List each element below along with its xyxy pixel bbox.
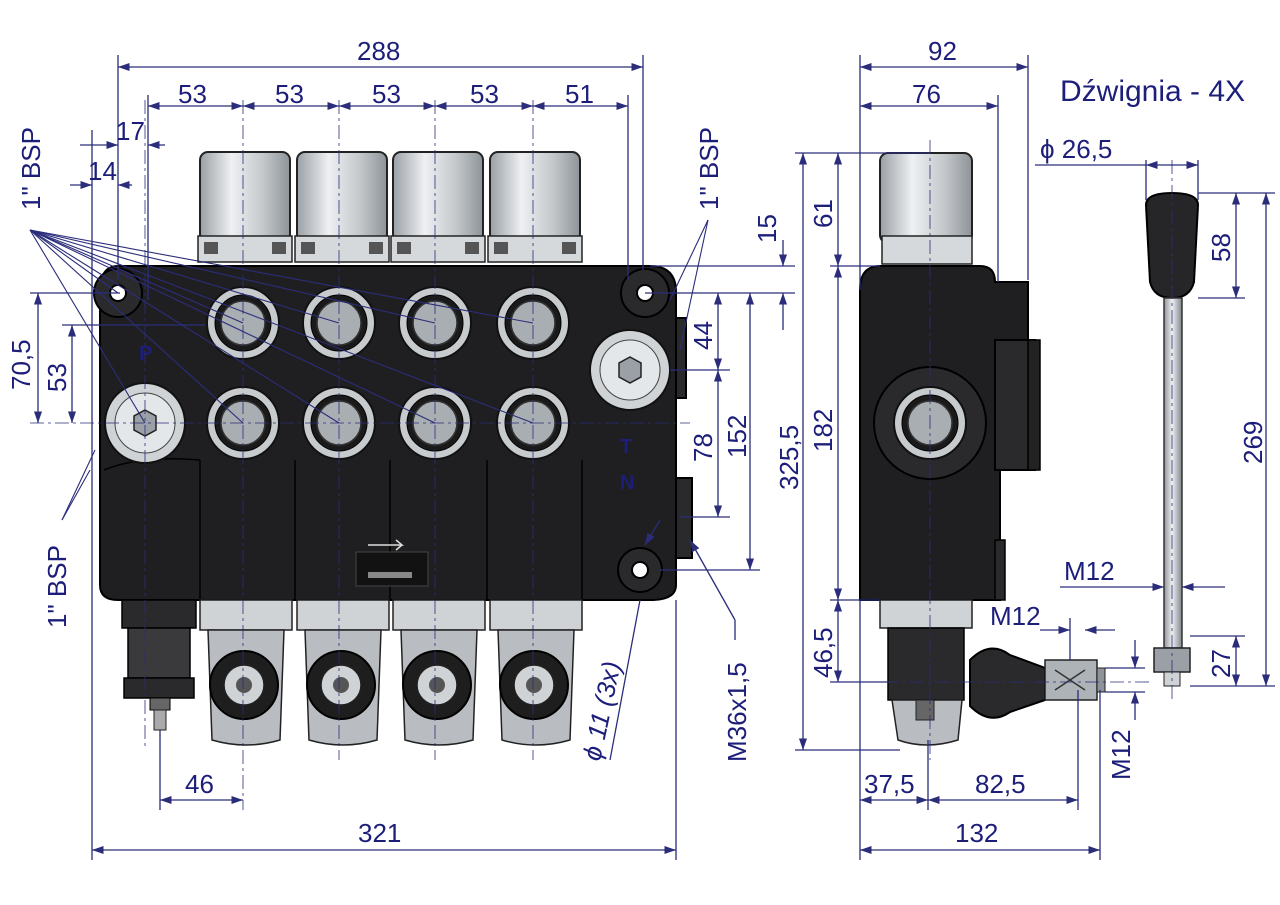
bsp-label-top-right: 1" BSP [694, 127, 724, 210]
name-plate [355, 539, 429, 587]
dim-76: 76 [912, 79, 941, 109]
dim-325-5: 325,5 [774, 425, 804, 490]
dim-78: 78 [688, 433, 718, 462]
dim-44: 44 [688, 321, 718, 350]
dim-15: 15 [752, 214, 782, 243]
front-view: P T N [30, 100, 693, 810]
lever-rod [1163, 297, 1183, 649]
port-t-plug [589, 329, 671, 411]
dim-17: 17 [116, 116, 145, 146]
dim-37-5: 37,5 [864, 769, 915, 799]
dim-182: 182 [808, 409, 838, 452]
dim-51: 51 [565, 79, 594, 109]
spool-ends [199, 599, 583, 746]
dim-53-3: 53 [372, 79, 401, 109]
dim-82-5: 82,5 [975, 769, 1026, 799]
dim-m12-vertical: M12 [1106, 729, 1136, 780]
dim-lever-dia: ϕ 26,5 [1040, 134, 1112, 164]
dim-132: 132 [955, 818, 998, 848]
drawing-title: Dźwignia - 4X [1060, 75, 1245, 108]
dim-288: 288 [357, 36, 400, 66]
port-p-label: P [139, 343, 152, 365]
port-t-label: T [620, 436, 632, 458]
side-dimensions: 92 76 61 182 46,5 325,5 37,5 82,5 132 M1… [774, 36, 1145, 860]
side-spool-end [879, 599, 973, 746]
dim-53-2: 53 [275, 79, 304, 109]
dim-lever-269: 269 [1238, 421, 1268, 464]
relief-valve [121, 599, 197, 731]
dim-46-5: 46,5 [808, 627, 838, 678]
valve-body [99, 265, 677, 601]
dim-321: 321 [358, 818, 401, 848]
dim-53-4: 53 [470, 79, 499, 109]
dim-53-1: 53 [178, 79, 207, 109]
center-lines [30, 100, 690, 810]
side-view [859, 140, 1150, 760]
top-caps [197, 151, 583, 263]
dim-70-5: 70,5 [6, 339, 36, 390]
lever [1144, 160, 1200, 700]
side-top-cap [879, 152, 973, 265]
dim-lever-27: 27 [1206, 649, 1236, 678]
port-n-label: N [620, 472, 634, 494]
dim-lever-58: 58 [1206, 233, 1236, 262]
dim-m12-joint: M12 [990, 601, 1041, 631]
dim-152: 152 [722, 415, 752, 458]
mount-hole-bottom-right [617, 547, 663, 593]
n-port-boss [675, 477, 693, 559]
dim-m36: M36x1,5 [722, 662, 752, 762]
dim-m12-rod: M12 [1064, 556, 1115, 586]
bsp-leaders: 1" BSP 1" BSP 1" BSP [16, 127, 724, 628]
dim-53-left: 53 [42, 363, 72, 392]
dim-61: 61 [808, 199, 838, 228]
dim-92: 92 [928, 36, 957, 66]
dim-46: 46 [185, 769, 214, 799]
dim-14: 14 [88, 156, 117, 186]
lever-dimensions: ϕ 26,5 58 269 27 M12 [1035, 134, 1275, 687]
bsp-label-bottom-left: 1" BSP [42, 545, 72, 628]
bsp-label-top-left: 1" BSP [16, 127, 46, 210]
ball-joint [969, 647, 1106, 719]
